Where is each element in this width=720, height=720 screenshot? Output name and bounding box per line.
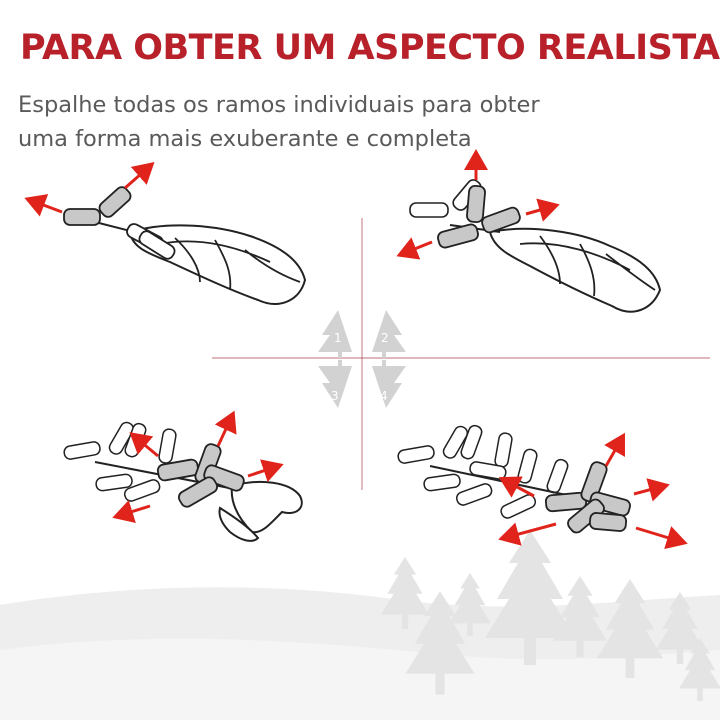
arrow-up: [124, 162, 155, 190]
page-subtitle: Espalhe todas os ramos individuais para …: [18, 88, 578, 156]
quadrant-divider: [212, 218, 710, 490]
arrow-up-left: [129, 432, 159, 458]
arrow-left: [396, 237, 433, 260]
arrow-left: [24, 194, 63, 217]
branch-step-4: [397, 424, 688, 550]
branch-step-2: [396, 149, 662, 313]
arrow-down-right: [635, 526, 688, 550]
step-2-tree-icon: 2: [372, 310, 406, 358]
step-1-tree-icon: 1: [318, 310, 352, 358]
step-4-tree-icon: 4: [372, 360, 406, 408]
branch-step-1: [24, 162, 307, 305]
page-title: PARA OBTER UM ASPECTO REALISTA: [20, 28, 720, 68]
arrow-left: [498, 476, 535, 498]
arrow-right: [247, 459, 284, 483]
arrow-left: [112, 500, 151, 523]
arrow-down-left: [498, 522, 557, 546]
step-2-number: 2: [381, 331, 389, 345]
arrow-right: [525, 198, 560, 222]
step-icons: 1 2 3 4: [318, 310, 406, 408]
step-4-number: 4: [380, 389, 388, 403]
subtitle-line-2: uma forma mais exuberante e completa: [18, 126, 472, 152]
arrow-right: [633, 478, 670, 502]
branch-step-3: [63, 410, 303, 542]
step-3-tree-icon: 3: [318, 360, 352, 408]
arrow-up: [214, 410, 237, 447]
subtitle-line-1: Espalhe todas os ramos individuais para …: [18, 92, 540, 118]
snow-background: [0, 530, 720, 720]
step-1-number: 1: [334, 331, 342, 345]
step-3-number: 3: [331, 389, 339, 403]
arrow-up: [604, 432, 625, 467]
